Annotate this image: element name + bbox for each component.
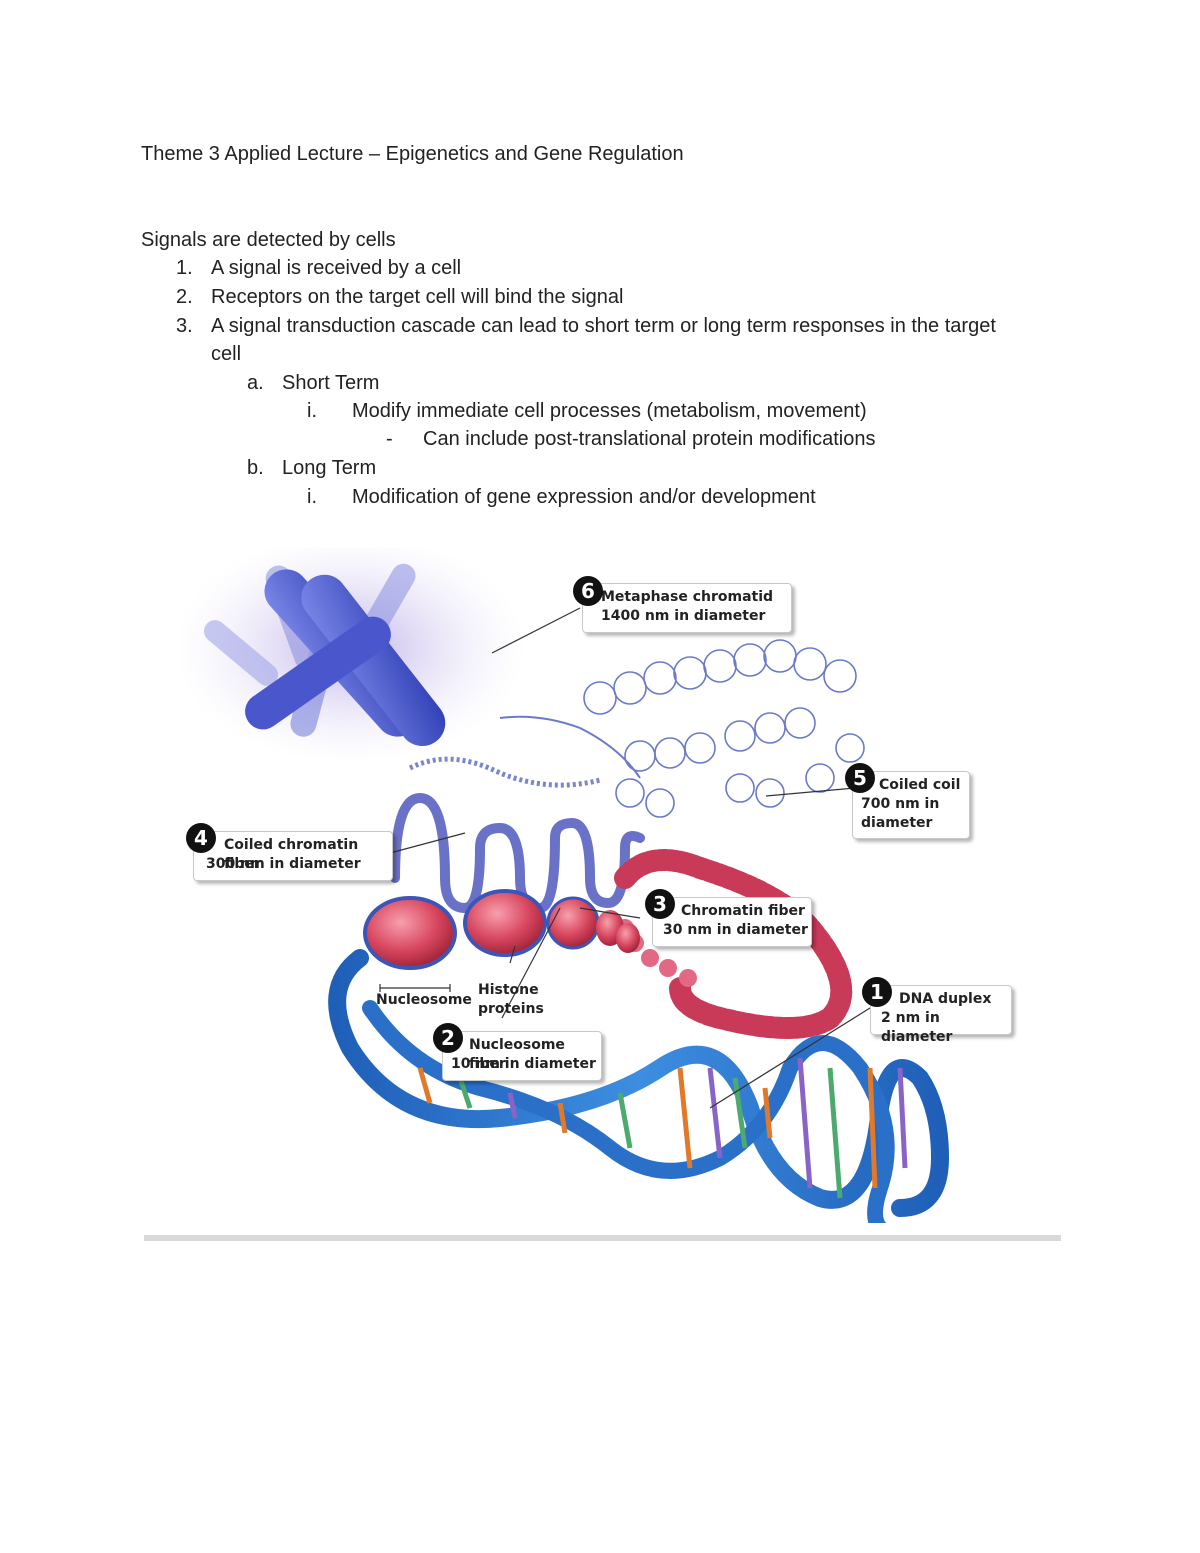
- callout-metaphase-chromatid: Metaphase chromatid 1400 nm in diameter: [582, 583, 792, 633]
- fiber-coil-top: [408, 756, 601, 788]
- chromatin-fiber-30nm: [614, 849, 853, 1039]
- list-item: A signal transduction cascade can lead t…: [211, 315, 996, 337]
- step-6-badge: 6: [573, 576, 603, 606]
- list-item: Receptors on the target cell will bind t…: [211, 286, 624, 308]
- sublist-item: Short Term: [282, 372, 380, 394]
- callout-size: 700 nm in: [861, 796, 940, 812]
- histone-label: Histone: [478, 982, 539, 998]
- chromatin-illustration: [180, 548, 950, 1223]
- dash-marker: -: [386, 428, 393, 450]
- callout-title: Chromatin fiber: [681, 903, 805, 919]
- histone-label-cont: proteins: [478, 1001, 544, 1017]
- roman-marker: i.: [307, 486, 317, 508]
- step-5-badge: 5: [845, 763, 875, 793]
- callout-title: Nucleosome fiber: [469, 1037, 565, 1072]
- page-divider: [144, 1235, 1061, 1241]
- sublist-marker: b.: [247, 457, 264, 479]
- section-heading: Signals are detected by cells: [141, 229, 396, 251]
- step-1-badge: 1: [862, 977, 892, 1007]
- metaphase-chromosome: [245, 569, 446, 747]
- callout-leaders: [379, 607, 871, 1109]
- step-4-badge: 4: [186, 823, 216, 853]
- nucleosome-label: Nucleosome: [376, 992, 472, 1008]
- callout-size: 1400 nm in diameter: [601, 608, 766, 624]
- step-3-badge: 3: [645, 889, 675, 919]
- coiled-coil-loops: [583, 639, 865, 818]
- list-marker: 1.: [176, 257, 193, 279]
- list-marker: 2.: [176, 286, 193, 308]
- callout-title: DNA duplex: [899, 991, 992, 1007]
- list-item-continuation: cell: [211, 343, 242, 365]
- dna-helix: [328, 949, 950, 1223]
- document-title: Theme 3 Applied Lecture – Epigenetics an…: [141, 143, 684, 165]
- roman-item: Modification of gene expression and/or d…: [352, 486, 816, 508]
- sublist-item: Long Term: [282, 457, 377, 479]
- callout-nucleosome-fiber: Nucleosome fiber 10 nm in diameter: [442, 1031, 602, 1081]
- callout-size: 300 nm in diameter: [206, 856, 361, 872]
- callout-coiled-chromatin-fiber: Coiled chromatin fiber 300 nm in diamete…: [193, 831, 393, 881]
- list-item: A signal is received by a cell: [211, 257, 462, 279]
- nucleosomes: [363, 889, 640, 970]
- callout-title: Metaphase chromatid: [601, 589, 774, 605]
- callout-size: 10 nm in diameter: [451, 1056, 596, 1072]
- callout-size-cont: diameter: [861, 815, 933, 831]
- callout-title: Coiled chromatin fiber: [224, 837, 359, 872]
- roman-item: Modify immediate cell processes (metabol…: [352, 400, 867, 422]
- sublist-marker: a.: [247, 372, 264, 394]
- chromatin-packing-figure: Metaphase chromatid 1400 nm in diameter …: [180, 548, 1040, 1223]
- step-2-badge: 2: [433, 1023, 463, 1053]
- callout-size: 30 nm in diameter: [663, 922, 808, 938]
- callout-chromatin-fiber: Chromatin fiber 30 nm in diameter: [652, 897, 812, 947]
- callout-title: Coiled coil: [879, 777, 961, 793]
- callout-size: 2 nm in diameter: [881, 1010, 953, 1045]
- dash-item: Can include post-translational protein m…: [423, 428, 876, 450]
- callout-dna-duplex: DNA duplex 2 nm in diameter: [870, 985, 1012, 1045]
- chromatin-thread: [499, 715, 641, 779]
- roman-marker: i.: [307, 400, 317, 422]
- base-pairs: [417, 1057, 908, 1199]
- list-marker: 3.: [176, 315, 193, 337]
